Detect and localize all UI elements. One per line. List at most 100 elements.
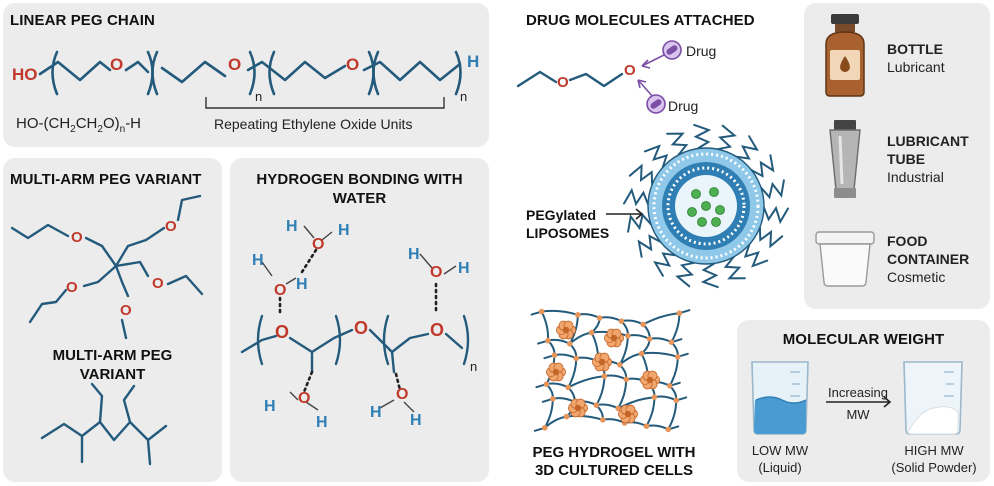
bracket-right-4 [454, 50, 462, 96]
gel-crosslink [563, 413, 570, 420]
high-mw-beaker-icon [903, 361, 963, 435]
hb-h-6: H [458, 260, 470, 277]
repeat-unit-label: Repeating Ethylene Oxide Units [214, 116, 413, 132]
product-bottle: BOTTLE Lubricant [887, 41, 945, 75]
cell-nucleus [552, 368, 560, 376]
linear-left-atom: HO [12, 65, 38, 84]
bracket-left-3 [268, 50, 276, 96]
gel-crosslink [668, 339, 675, 346]
cell-nucleus [562, 326, 570, 334]
peg-tail [723, 256, 746, 280]
peg-tail [628, 163, 654, 186]
peg-tail [760, 179, 785, 200]
product-container: FOOD CONTAINER Cosmetic [887, 233, 970, 285]
gel-crosslink [593, 402, 600, 409]
gel-strand [642, 312, 681, 326]
hb-o-4: O [298, 390, 311, 407]
gel-crosslink [640, 321, 646, 328]
bracket-left-4 [372, 50, 380, 96]
gel-crosslink [615, 405, 621, 412]
peg-tail [700, 262, 719, 289]
peg-tail [735, 135, 759, 160]
multiarm-oxygen-3: O [152, 275, 164, 292]
linear-oxygen-2: O [228, 55, 242, 74]
gel-crosslink [567, 341, 573, 347]
gel-strand [617, 396, 656, 410]
cultured-cell [640, 370, 661, 390]
gel-crosslink [600, 417, 606, 423]
gel-crosslink [623, 376, 629, 383]
liposome-cargo [687, 187, 725, 227]
low-mw-label: LOW MW (Liquid) [751, 443, 809, 475]
linear-formula: HO-(CH2CH2O)n-H [16, 115, 142, 135]
hb-h-8: H [316, 414, 328, 431]
peg-tail [637, 234, 662, 258]
gel-crosslink [565, 384, 571, 391]
peg-tail [750, 154, 775, 178]
cell-nucleus [598, 358, 606, 366]
h-bond-5 [394, 372, 402, 392]
cultured-cell [556, 320, 577, 340]
hb-h-1: H [252, 252, 264, 269]
liposome-arrow [606, 208, 644, 220]
cultured-cell [604, 328, 625, 348]
liposome-tails [623, 123, 789, 289]
gel-crosslink [618, 318, 625, 325]
hydrogen-bonding-title-line2: WATER [332, 190, 387, 207]
multiarm-oxygen-2: O [165, 218, 177, 235]
increasing-arrow [826, 396, 892, 408]
cultured-cell [618, 404, 639, 424]
gel-crosslink [617, 362, 623, 368]
peg-tail [666, 132, 689, 156]
hb-bracket-right-1 [334, 314, 342, 366]
gel-crosslink [596, 315, 603, 321]
bracket-right-2 [248, 50, 256, 96]
gel-strand [540, 309, 579, 316]
hb-o-1: O [274, 282, 287, 299]
bracket-left-2 [151, 50, 159, 96]
multiarm-oxygen-5: O [120, 302, 132, 319]
hb-o-3: O [430, 264, 443, 281]
gel-crosslink [551, 352, 558, 359]
hb-h-9: H [370, 404, 382, 421]
hb-chain-o-2: O [354, 318, 369, 338]
multiarm-caption: MULTI-ARM PEG VARIANT [52, 347, 173, 383]
h-bond-2 [300, 248, 318, 274]
cultured-cell [592, 352, 613, 372]
gel-strand [640, 351, 679, 358]
hb-h-2: H [296, 276, 308, 293]
gel-crosslink [601, 373, 608, 380]
gel-crosslink [638, 350, 645, 357]
hb-subscript: n [470, 359, 478, 374]
peg-tail [743, 243, 769, 268]
peg-tail [627, 212, 652, 233]
linear-oxygen-3: O [346, 55, 360, 74]
container-icon [815, 231, 875, 287]
cell-nucleus [624, 410, 632, 418]
multi-arm-panel [3, 158, 222, 482]
hydrogel-caption: PEG HYDROGEL WITH 3D CULTURED CELLS [532, 444, 696, 479]
peg-tail [653, 252, 677, 277]
hb-o-5: O [396, 386, 409, 403]
gel-crosslink [542, 425, 548, 431]
gel-crosslink [575, 312, 581, 318]
drug-icon-1 [662, 40, 682, 60]
gel-crosslink [667, 383, 673, 389]
hb-h-5: H [408, 246, 420, 263]
gel-strand [565, 414, 604, 421]
gel-crosslink [643, 423, 650, 430]
drug-label-2: Drug [668, 98, 699, 114]
cell-nucleus [574, 404, 582, 412]
gel-crosslink [588, 329, 595, 336]
linear-subscript-2: n [460, 89, 468, 104]
linear-subscript-1: n [255, 89, 263, 104]
gel-crosslink [676, 310, 683, 317]
linear-right-atom: H [467, 52, 480, 71]
gel-strand [567, 375, 606, 389]
hb-bracket-left-2 [382, 314, 390, 366]
